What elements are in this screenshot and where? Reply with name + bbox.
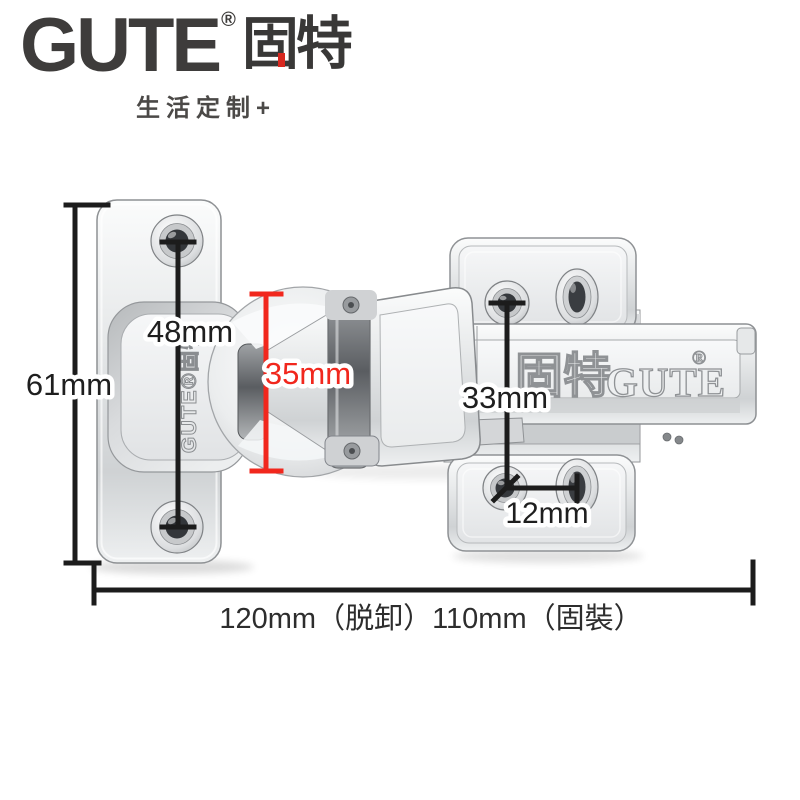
dim-overall-length: 120mm（脱卸）110mm（固裝） [219,602,642,635]
arm-emboss-registered: ® [692,348,706,369]
damper-knuckle [324,287,525,469]
dim-plate-hole-spacing: 48mm [147,314,233,349]
base-hole-oval-top [555,268,599,326]
registered-trademark-icon: ® [221,9,236,31]
dim-cup-diameter: 35mm [265,356,351,391]
arm-emboss-cjk: 固特 [515,350,611,403]
arm-emboss-latin: GUTE [606,359,726,405]
dim-base-hole-spacing: 33mm [462,380,548,415]
dim-base-hole-offset: 12mm [505,497,588,530]
brand-logo-cjk: 固特 [241,12,353,76]
pivot-pin-top [325,290,377,320]
dimension-lines [63,202,756,606]
pivot-pin-bottom [324,435,380,467]
dim-plate-height: 61mm [26,367,112,402]
plate-emboss-text: GUTE®固特 [177,327,201,453]
adjust-screw-dot [674,435,684,445]
brand-logo-latin: GUTE [20,3,222,88]
brand-tagline: 生活定制+ [136,95,277,122]
adjust-screw-dot [662,432,672,442]
brand-logo: GUTE ® 固特 生活定制+ [20,3,380,123]
logo-red-accent [278,53,285,67]
dimension-line-cup [249,291,284,474]
door-wing-plate: GUTE®固特 [96,199,249,564]
